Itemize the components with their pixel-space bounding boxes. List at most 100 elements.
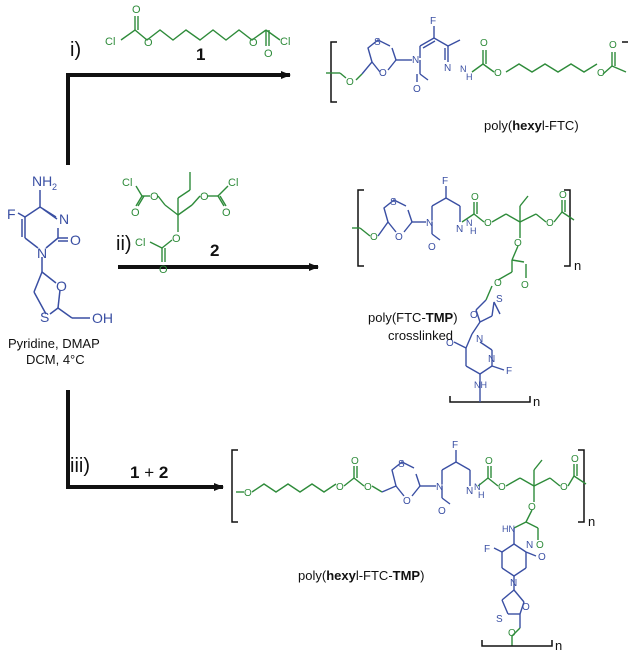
atom-label: O bbox=[428, 242, 436, 253]
atom-label: H bbox=[470, 226, 477, 236]
atom-label: O bbox=[560, 482, 568, 493]
atom-label: O bbox=[521, 280, 529, 291]
step-iii-label: iii) bbox=[70, 455, 90, 477]
arrow-step-i bbox=[66, 71, 291, 165]
atom-label: N bbox=[444, 63, 451, 74]
atom-label: O bbox=[528, 502, 536, 513]
atom-label: S bbox=[374, 37, 381, 48]
atom-label: O bbox=[538, 552, 546, 563]
reagent-combo-label: 1 + 2 bbox=[130, 463, 168, 482]
atom-label: H bbox=[478, 490, 485, 500]
product-3-name: poly(hexyl-FTC-TMP) bbox=[298, 568, 424, 583]
atom-label: HN bbox=[502, 524, 515, 534]
atom-label: O bbox=[264, 48, 273, 60]
atom-label: O bbox=[403, 496, 411, 507]
conditions-line-2: DCM, 4°C bbox=[26, 352, 85, 367]
atom-label: O bbox=[70, 232, 81, 248]
atom-label: O bbox=[508, 628, 516, 639]
atom-label: OH bbox=[92, 310, 113, 326]
subscript-n: n bbox=[533, 394, 540, 409]
reaction-arrows bbox=[66, 71, 319, 491]
atom-label: N bbox=[476, 334, 483, 345]
atom-label: N bbox=[510, 578, 517, 589]
atom-label: 2 bbox=[52, 182, 57, 192]
arrow-step-iii bbox=[66, 390, 224, 491]
product-1-name: poly(hexyl-FTC) bbox=[484, 118, 579, 133]
atom-label: N bbox=[59, 211, 69, 227]
atom-label: F bbox=[430, 16, 436, 27]
atom-label: O bbox=[498, 482, 506, 493]
atom-label: O bbox=[395, 232, 403, 243]
subscript-n: n bbox=[574, 258, 581, 273]
atom-label: O bbox=[494, 278, 502, 289]
conditions-line-1: Pyridine, DMAP bbox=[8, 336, 100, 351]
reagent-2-label: 2 bbox=[210, 241, 219, 260]
atom-label: O bbox=[150, 191, 159, 203]
atom-label: O bbox=[364, 482, 372, 493]
atom-label: Cl bbox=[280, 36, 290, 48]
reagent-2-structure bbox=[135, 172, 229, 262]
atom-label: N bbox=[37, 245, 47, 261]
step-i-label: i) bbox=[70, 39, 81, 61]
atom-label: N bbox=[460, 64, 467, 74]
atom-label: O bbox=[484, 218, 492, 229]
atom-label: S bbox=[496, 294, 503, 305]
atom-label: Cl bbox=[135, 237, 145, 249]
atom-label: O bbox=[249, 37, 258, 49]
atom-label: O bbox=[172, 233, 181, 245]
atom-label: O bbox=[536, 540, 544, 551]
product-2-name: poly(FTC-TMP) bbox=[368, 310, 458, 325]
reagent-1-structure bbox=[120, 16, 281, 46]
atom-label: O bbox=[571, 454, 579, 465]
ftc-monomer-structure bbox=[17, 190, 90, 319]
atom-label: O bbox=[336, 482, 344, 493]
product-3-structure bbox=[231, 449, 587, 647]
atom-label: O bbox=[559, 190, 567, 201]
product-2-subtitle: crosslinked bbox=[388, 328, 453, 343]
atom-label: O bbox=[222, 207, 231, 219]
atom-label: O bbox=[471, 192, 479, 203]
atom-label: O bbox=[522, 602, 530, 613]
product-1-structure bbox=[326, 26, 628, 103]
subscript-n: n bbox=[588, 514, 595, 529]
atom-label: O bbox=[494, 68, 502, 79]
atom-label: S bbox=[398, 459, 405, 470]
atom-label: S bbox=[390, 197, 397, 208]
atom-label: S bbox=[496, 614, 503, 625]
atom-label: Cl bbox=[228, 177, 238, 189]
atom-label: H bbox=[466, 72, 473, 82]
atom-label: F bbox=[7, 206, 16, 222]
product-2-structure bbox=[352, 186, 575, 403]
atom-label: O bbox=[485, 456, 493, 467]
atom-label: N bbox=[488, 354, 495, 365]
atom-label: O bbox=[609, 40, 617, 51]
atom-label: N bbox=[466, 486, 473, 497]
atom-label: N bbox=[426, 218, 433, 229]
atom-label: Cl bbox=[105, 36, 115, 48]
atom-label: O bbox=[159, 264, 168, 276]
atom-label: N bbox=[526, 540, 533, 551]
atom-label: O bbox=[480, 38, 488, 49]
atom-label: O bbox=[244, 488, 252, 499]
reagent-1-label: 1 bbox=[196, 45, 205, 64]
atom-label: O bbox=[446, 338, 454, 349]
atom-label: N bbox=[456, 224, 463, 235]
atom-label: O bbox=[597, 68, 605, 79]
atom-label: N bbox=[466, 218, 473, 228]
atom-label: O bbox=[56, 278, 67, 294]
atom-label: O bbox=[379, 68, 387, 79]
atom-label: N bbox=[474, 482, 481, 492]
atom-label: O bbox=[131, 207, 140, 219]
atom-label: N bbox=[412, 55, 419, 66]
atom-label: O bbox=[132, 4, 141, 16]
atom-label: F bbox=[452, 440, 458, 451]
atom-label: O bbox=[514, 238, 522, 249]
atom-label: N bbox=[436, 482, 443, 493]
subscript-n: n bbox=[555, 638, 562, 652]
step-ii-label: ii) bbox=[116, 233, 132, 255]
atom-label: NH bbox=[474, 380, 487, 390]
atom-label: O bbox=[413, 84, 421, 95]
atom-label: F bbox=[442, 176, 448, 187]
